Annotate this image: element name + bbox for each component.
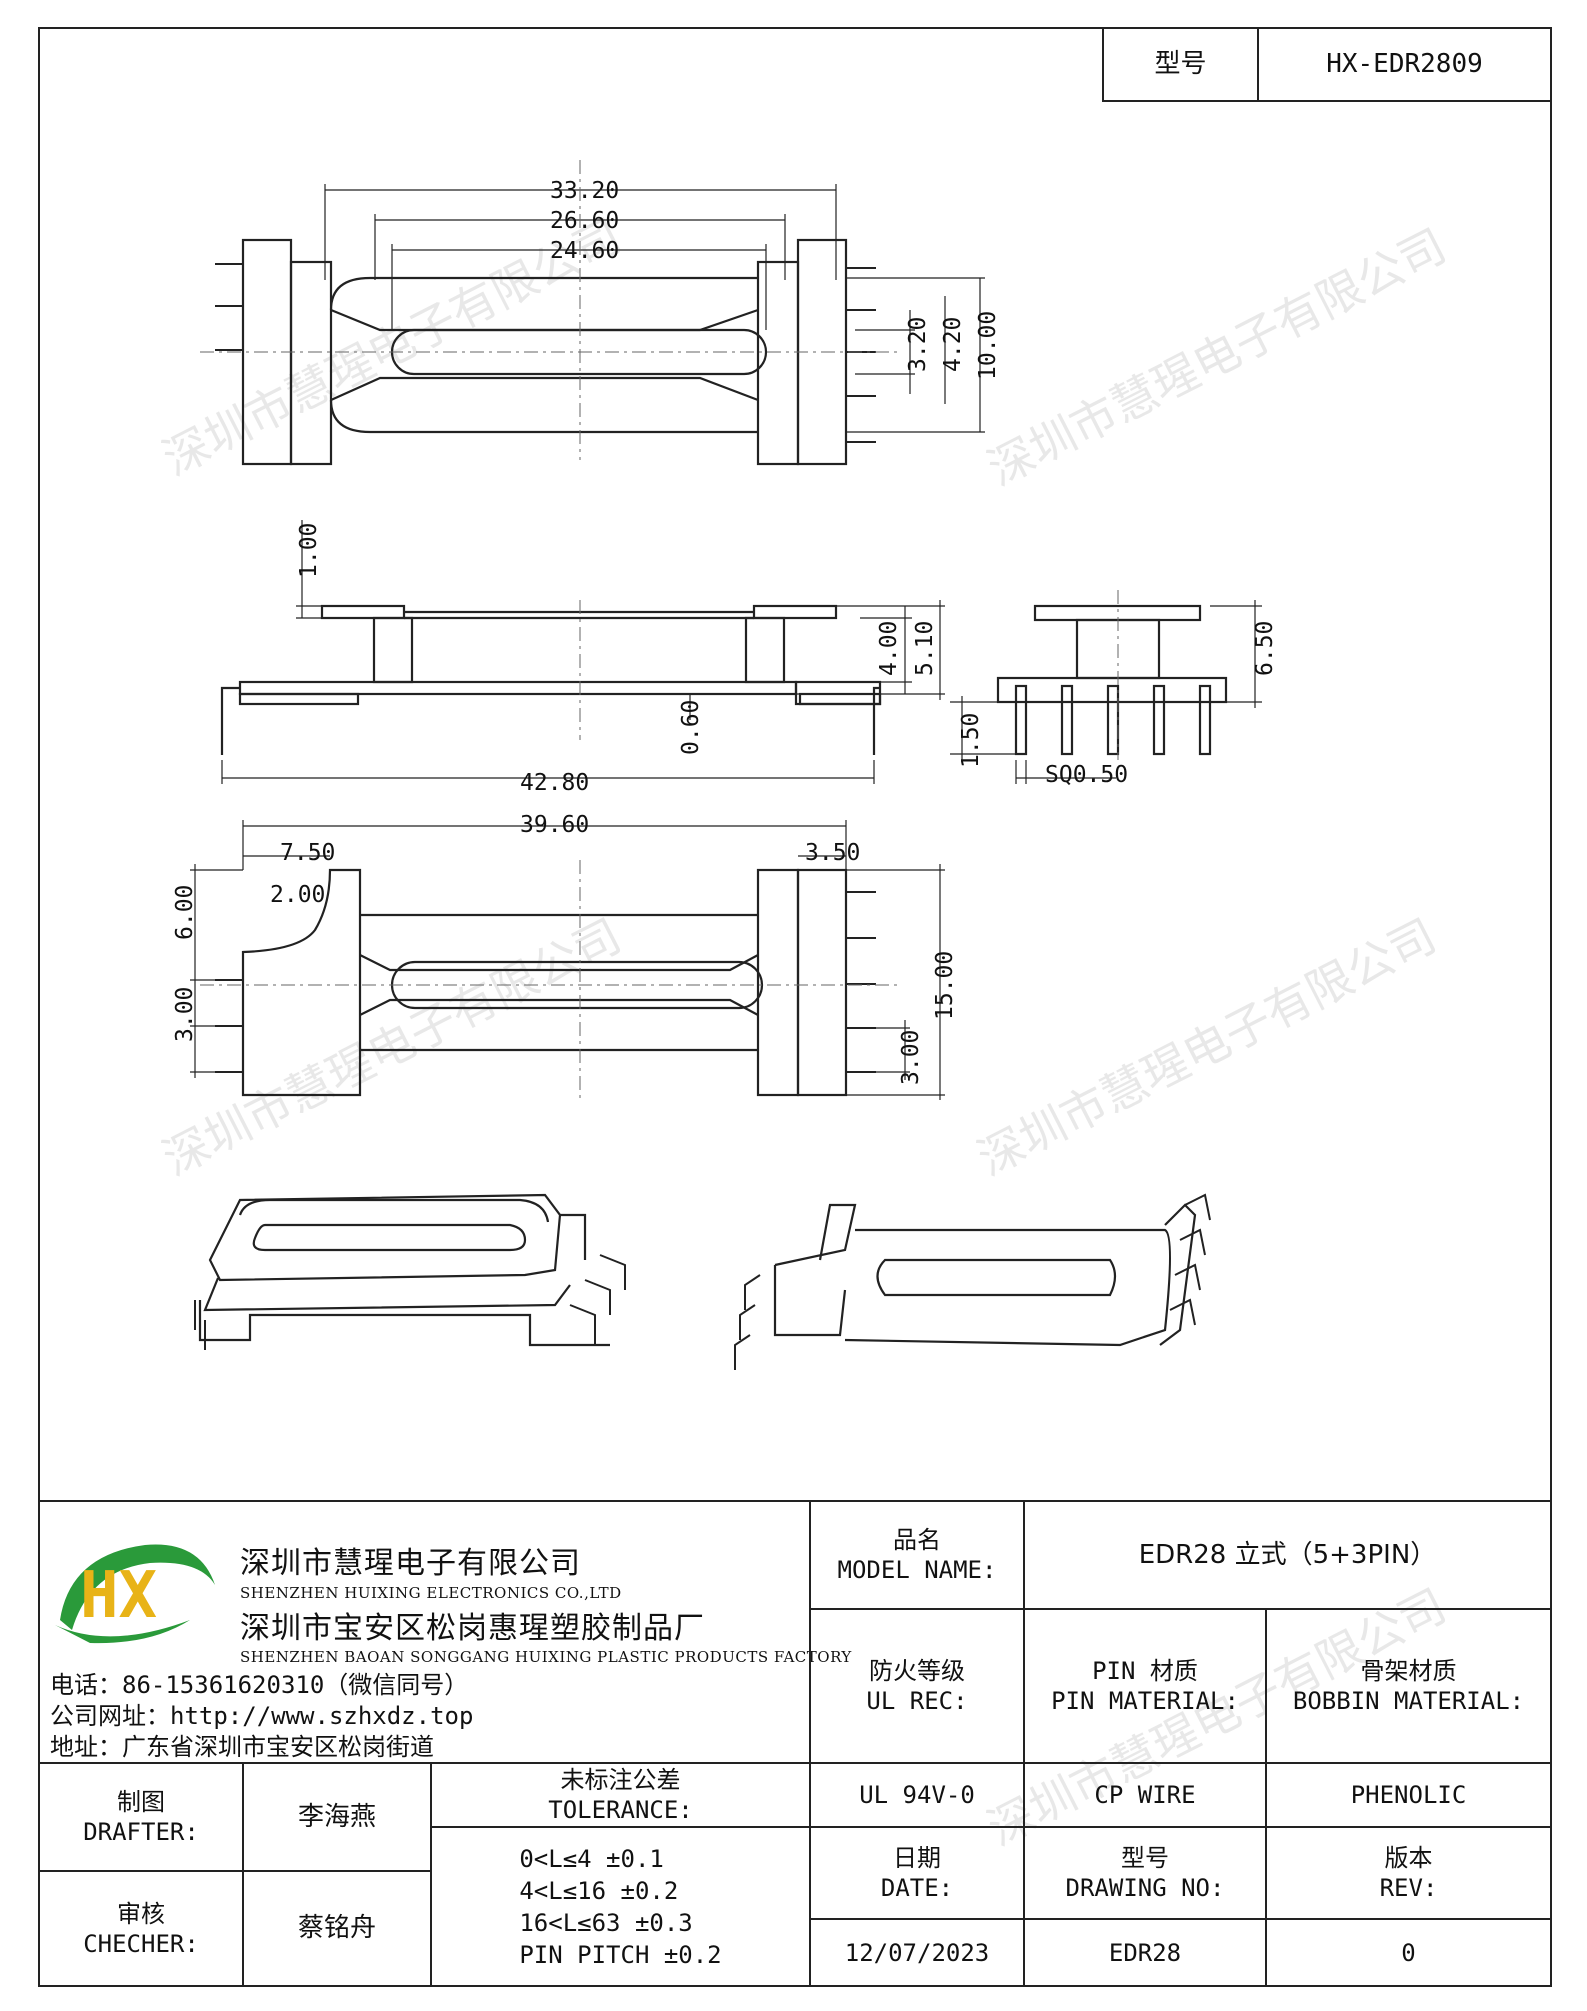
isometric-right — [734, 1193, 1211, 1370]
bobbin-value: PHENOLIC — [1350, 1781, 1467, 1809]
header-model-value: HX-EDR2809 — [1326, 49, 1483, 80]
date-cn: 日期 — [893, 1844, 941, 1872]
model-name-value-cell: EDR28 立式（5+3PIN） — [1023, 1500, 1552, 1610]
dim-42-80: 42.80 — [520, 770, 589, 796]
header-model-value-cell: HX-EDR2809 — [1257, 27, 1552, 102]
dim-5-10: 5.10 — [912, 621, 938, 676]
checker-name-cell: 蔡铭舟 — [242, 1870, 432, 1987]
dim-6-50: 6.50 — [1252, 621, 1278, 676]
bobbin-value-cell: PHENOLIC — [1265, 1762, 1552, 1828]
dim-1-00: 1.00 — [296, 523, 322, 578]
company-logo-icon: HX — [55, 1544, 215, 1644]
company-name-cn: 深圳市慧瑆电子有限公司 — [240, 1546, 581, 1581]
company-phone: 电话：86-15361620310（微信同号） — [50, 1671, 469, 1699]
dim-24-60: 24.60 — [550, 238, 619, 264]
tolerance-cn: 未标注公差 — [560, 1766, 681, 1794]
factory-name-en: SHENZHEN BAOAN SONGGANG HUIXING PLASTIC … — [240, 1648, 852, 1666]
ul-value: UL 94V-0 — [859, 1781, 975, 1809]
date-value: 12/07/2023 — [844, 1938, 990, 1967]
pin-material-cn: PIN 材质 — [1092, 1657, 1198, 1685]
dim-2-00: 2.00 — [270, 882, 325, 908]
drafter-name-cell: 李海燕 — [242, 1762, 432, 1872]
checker-name: 蔡铭舟 — [297, 1913, 376, 1944]
company-name-en: SHENZHEN HUIXING ELECTRONICS CO.,LTD — [240, 1584, 622, 1602]
pin-value-cell: CP WIRE — [1023, 1762, 1267, 1828]
dim-10-00: 10.00 — [975, 311, 1001, 380]
drawing-no-value-cell: EDR28 — [1023, 1918, 1267, 1987]
dim-6-00: 6.00 — [172, 885, 198, 940]
dim-3-20: 3.20 — [905, 317, 931, 372]
bottom-view — [190, 820, 945, 1100]
drawing-no-value: EDR28 — [1108, 1938, 1182, 1967]
drawing-no-cn: 型号 — [1120, 1844, 1169, 1872]
tolerance-row-2: 4<L≤16 ±0.2 — [519, 1876, 679, 1905]
dim-26-60: 26.60 — [550, 208, 619, 234]
dim-39-60: 39.60 — [520, 812, 589, 838]
header-model-label: 型号 — [1154, 49, 1207, 80]
tolerance-values-cell: 0<L≤4 ±0.1 4<L≤16 ±0.2 16<L≤63 ±0.3 PIN … — [430, 1826, 811, 1987]
technical-drawing: 33.20 26.60 24.60 3.20 4.20 10.00 1.00 4… — [172, 160, 1278, 1370]
front-view — [220, 520, 945, 784]
drafter-name: 李海燕 — [297, 1801, 376, 1832]
dim-4-00: 4.00 — [876, 621, 902, 676]
top-view — [215, 184, 985, 466]
tolerance-en: TOLERANCE: — [548, 1796, 693, 1824]
dim-0-60: 0.60 — [678, 700, 704, 755]
company-address: 地址：广东省深圳市宝安区松岗街道 — [50, 1733, 434, 1761]
ul-rec-en: UL REC: — [866, 1687, 968, 1715]
dim-7-50: 7.50 — [280, 840, 335, 866]
isometric-left — [194, 1193, 626, 1350]
rev-value: 0 — [1401, 1938, 1416, 1967]
logo-text: HX — [80, 1559, 157, 1633]
dim-3-00-left: 3.00 — [172, 987, 198, 1042]
dim-sq0-50: SQ0.50 — [1045, 762, 1128, 788]
bobbin-material-cn: 骨架材质 — [1360, 1657, 1457, 1685]
model-name-cn: 品名 — [892, 1526, 941, 1554]
pin-value: CP WIRE — [1094, 1781, 1196, 1809]
checker-en: CHECHER: — [83, 1929, 199, 1958]
company-website: 公司网址：http://www.szhxdz.top — [50, 1702, 474, 1730]
drafter-cn: 制图 — [117, 1788, 165, 1816]
model-name-en: MODEL NAME: — [837, 1556, 997, 1584]
date-value-cell: 12/07/2023 — [809, 1918, 1025, 1987]
drawing-no-en: DRAWING NO: — [1065, 1874, 1225, 1902]
dim-33-20: 33.20 — [550, 178, 619, 204]
pin-material-en: PIN MATERIAL: — [1051, 1687, 1239, 1715]
side-view — [950, 600, 1262, 784]
factory-name-cn: 深圳市宝安区松岗惠瑆塑胶制品厂 — [240, 1611, 705, 1646]
ul-value-cell: UL 94V-0 — [809, 1762, 1025, 1828]
dim-15-00: 15.00 — [932, 951, 958, 1020]
rev-cn: 版本 — [1384, 1844, 1433, 1872]
date-en: DATE: — [880, 1874, 954, 1902]
model-name-value: EDR28 立式（5+3PIN） — [1138, 1539, 1437, 1570]
tolerance-row-1: 0<L≤4 ±0.1 — [519, 1844, 664, 1873]
bobbin-material-en: BOBBIN MATERIAL: — [1292, 1687, 1525, 1715]
dim-4-20: 4.20 — [940, 317, 966, 372]
tolerance-row-3: 16<L≤63 ±0.3 — [519, 1908, 693, 1937]
checker-cn: 审核 — [117, 1899, 165, 1928]
rev-value-cell: 0 — [1265, 1918, 1552, 1987]
drafter-en: DRAFTER: — [83, 1818, 199, 1846]
ul-rec-cn: 防火等级 — [869, 1657, 965, 1685]
dim-1-50: 1.50 — [958, 713, 984, 768]
dim-3-00-right: 3.00 — [898, 1030, 924, 1085]
dim-3-50: 3.50 — [805, 840, 860, 866]
rev-en: REV: — [1379, 1874, 1438, 1902]
tolerance-row-4: PIN PITCH ±0.2 — [519, 1940, 722, 1969]
